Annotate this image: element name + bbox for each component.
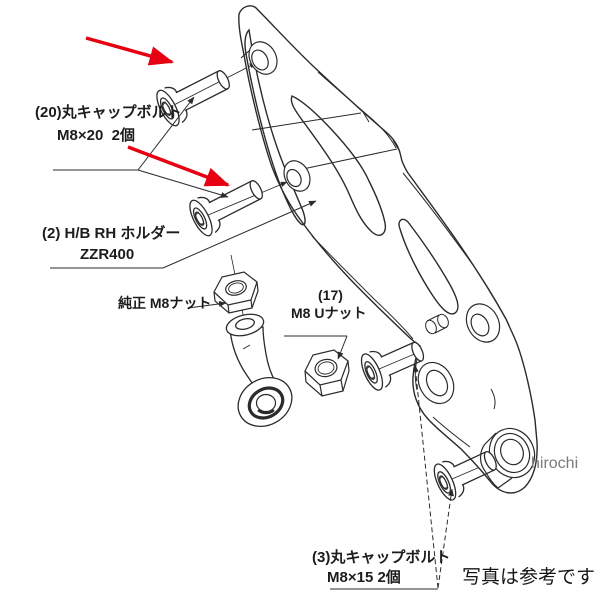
callout-leader-lines — [50, 96, 454, 590]
red-arrow-lower — [127, 145, 230, 187]
label-holder-name: (2) H/B RH ホルダー — [42, 225, 181, 242]
holder-bracket-outline — [238, 5, 538, 494]
red-arrow-upper — [85, 36, 175, 66]
red-arrows — [85, 36, 230, 187]
watermark-text: hirochi — [531, 455, 579, 472]
label-bolt3-size: M8×15 2個 — [327, 569, 401, 586]
label-unut-number: (17) — [318, 287, 343, 303]
label-bolt20-name: (20)丸キャップボルト — [35, 104, 182, 121]
spacer-pin — [425, 313, 449, 335]
label-bolt3-name: (3)丸キャップボルト — [312, 549, 451, 566]
lower-boss — [479, 427, 536, 489]
mount-holes — [248, 41, 501, 405]
cap-bolt-m8x20-lower — [184, 169, 270, 240]
rod-end-linkage — [225, 313, 293, 427]
label-stock-nut: 純正 M8ナット — [118, 295, 212, 311]
label-holder-model: ZZR400 — [80, 246, 135, 263]
stock-m8-nut — [213, 271, 259, 314]
reference-note: 写真は参考です — [462, 567, 596, 588]
m8-u-nut — [304, 349, 350, 397]
label-bolt20-size: M8×20 2個 — [57, 127, 135, 144]
label-unut-name: M8 Uナット — [291, 305, 367, 321]
